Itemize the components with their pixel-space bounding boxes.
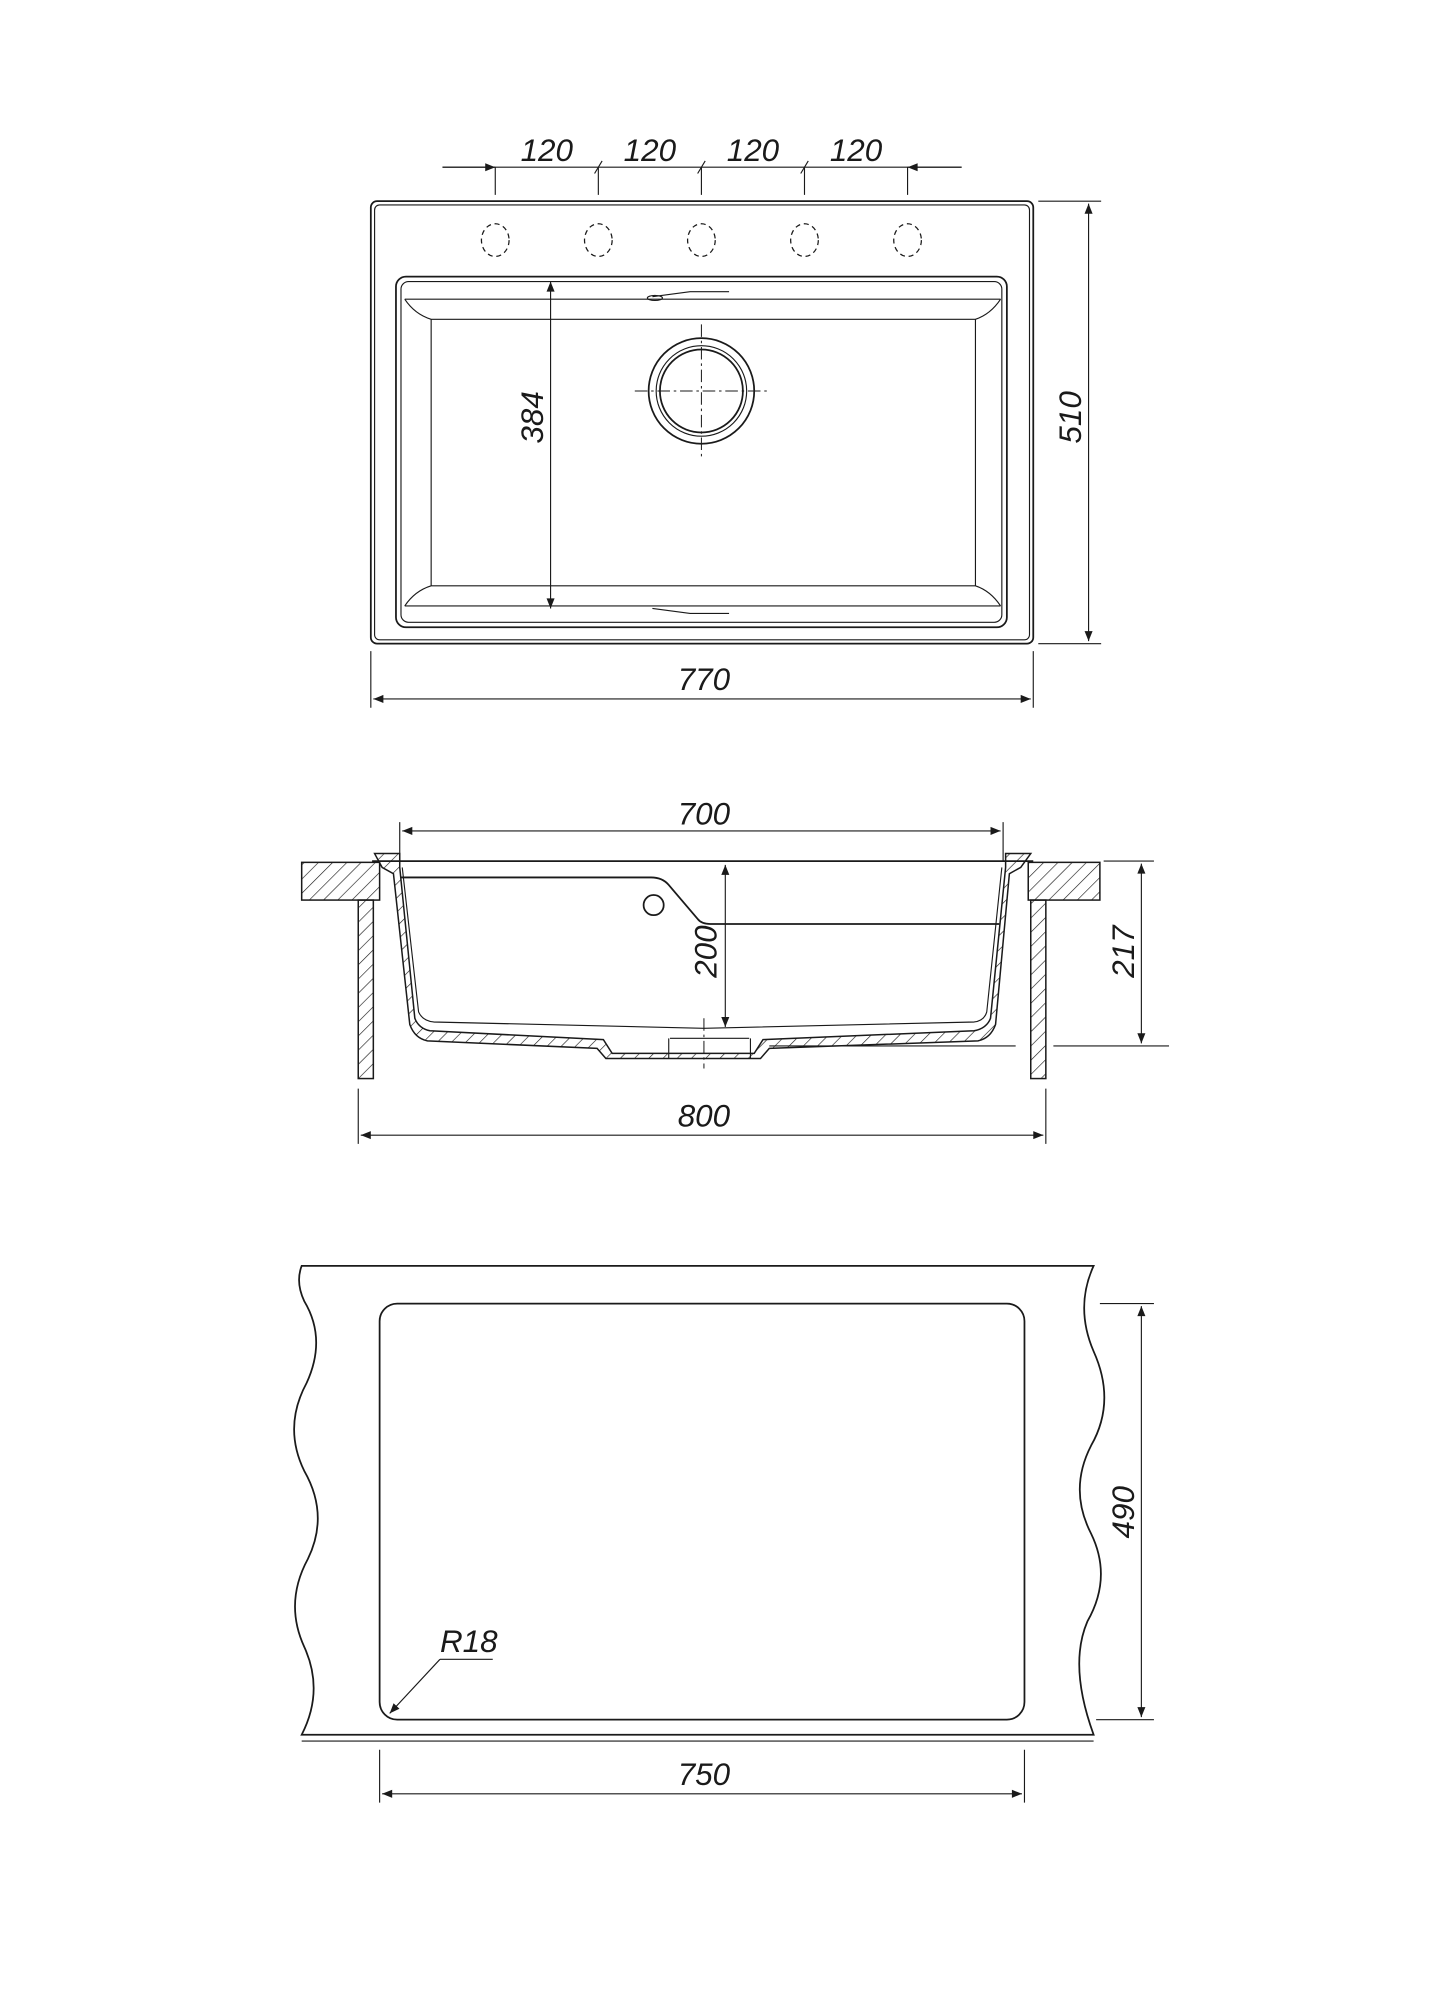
cabinet-width-dimension: 800 [357, 1088, 1047, 1144]
tap-spacing-dimension: 120 120 120 120 [442, 133, 962, 195]
overall-depth-label: 510 [1053, 391, 1088, 444]
overall-width-label: 770 [678, 662, 731, 697]
bowl-depth-dimension: 200 [689, 864, 730, 1028]
cutout-depth-dimension: 490 [1096, 1303, 1154, 1721]
cutout-view: R18 490 750 [293, 1264, 1154, 1803]
cutout-depth-label: 490 [1106, 1486, 1141, 1539]
tap-spacing-1: 120 [521, 133, 574, 168]
tap-spacing-3: 120 [727, 133, 780, 168]
drain [634, 324, 770, 458]
cutout-width-dimension: 750 [379, 1749, 1026, 1803]
tap-holes [480, 223, 923, 258]
top-view: 120 120 120 120 384 510 770 [369, 133, 1102, 708]
overflow-hole [642, 894, 665, 917]
sink-outline [369, 200, 1035, 645]
bowl-width-label: 700 [678, 797, 731, 832]
cabinet-width-label: 800 [678, 1098, 731, 1133]
bowl-outline [395, 275, 1008, 629]
corner-radius-label: R18 [440, 1624, 498, 1659]
section-view: 700 200 217 800 [300, 797, 1170, 1144]
corner-radius-callout: R18 [390, 1624, 498, 1714]
bowl-depth-label: 200 [689, 925, 724, 979]
cutout-width-label: 750 [678, 1757, 731, 1792]
countertop-outline [293, 1264, 1106, 1736]
tap-spacing-4: 120 [830, 133, 883, 168]
total-height-dimension: 217 [1103, 860, 1154, 1044]
cutout-rect [378, 1302, 1026, 1721]
overall-width-dimension: 770 [370, 651, 1034, 708]
bowl-length-dimension: 384 [515, 281, 555, 609]
total-height-label: 217 [1106, 924, 1141, 979]
bowl-length-label: 384 [515, 391, 550, 443]
bowl-width-dimension: 700 [399, 797, 1004, 862]
tap-spacing-2: 120 [624, 133, 677, 168]
overall-depth-dimension: 510 [1038, 200, 1102, 645]
